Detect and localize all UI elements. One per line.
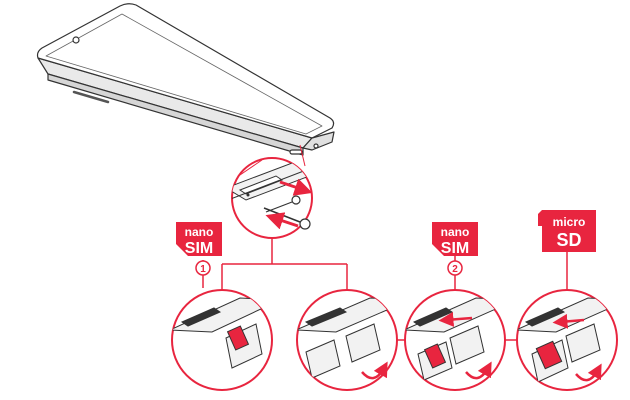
card-label-bottom: SD xyxy=(556,230,581,250)
sim-card-icon xyxy=(226,325,250,351)
rotate-arrow-icon xyxy=(465,361,492,380)
sim-card-icon xyxy=(423,343,447,369)
zoom-detail-slot xyxy=(231,144,313,239)
micro-sd-card: micro SD xyxy=(538,210,596,252)
nano-sim-card-1: nano SIM xyxy=(176,222,222,257)
rotate-arrow-icon xyxy=(575,363,602,382)
step-circle-remove-tray xyxy=(296,289,398,391)
card-label-bottom: SIM xyxy=(185,240,213,257)
card-label-top: nano xyxy=(441,225,470,239)
arrow-icon xyxy=(265,212,299,230)
sd-card-icon xyxy=(535,340,563,370)
step-circle-insert-sim-2 xyxy=(404,289,506,391)
nano-sim-card-2: nano SIM xyxy=(432,222,478,257)
step-circle-insert-sim-1 xyxy=(171,289,273,391)
rotate-arrow-icon xyxy=(361,361,388,380)
step-badge-1: 1 xyxy=(195,260,211,276)
arrow-icon xyxy=(279,178,313,196)
card-label-bottom: SIM xyxy=(441,240,469,257)
card-label-top: micro xyxy=(553,215,586,229)
step-circle-insert-sd xyxy=(516,289,618,391)
step-number: 2 xyxy=(452,264,458,275)
step-number: 1 xyxy=(200,264,206,275)
arrow-icon xyxy=(438,311,473,327)
sim-eject-pin-icon xyxy=(263,207,311,230)
card-label-top: nano xyxy=(185,225,214,239)
step-badge-2: 2 xyxy=(447,260,463,276)
phone-illustration xyxy=(36,3,335,156)
arrow-icon xyxy=(552,313,585,329)
